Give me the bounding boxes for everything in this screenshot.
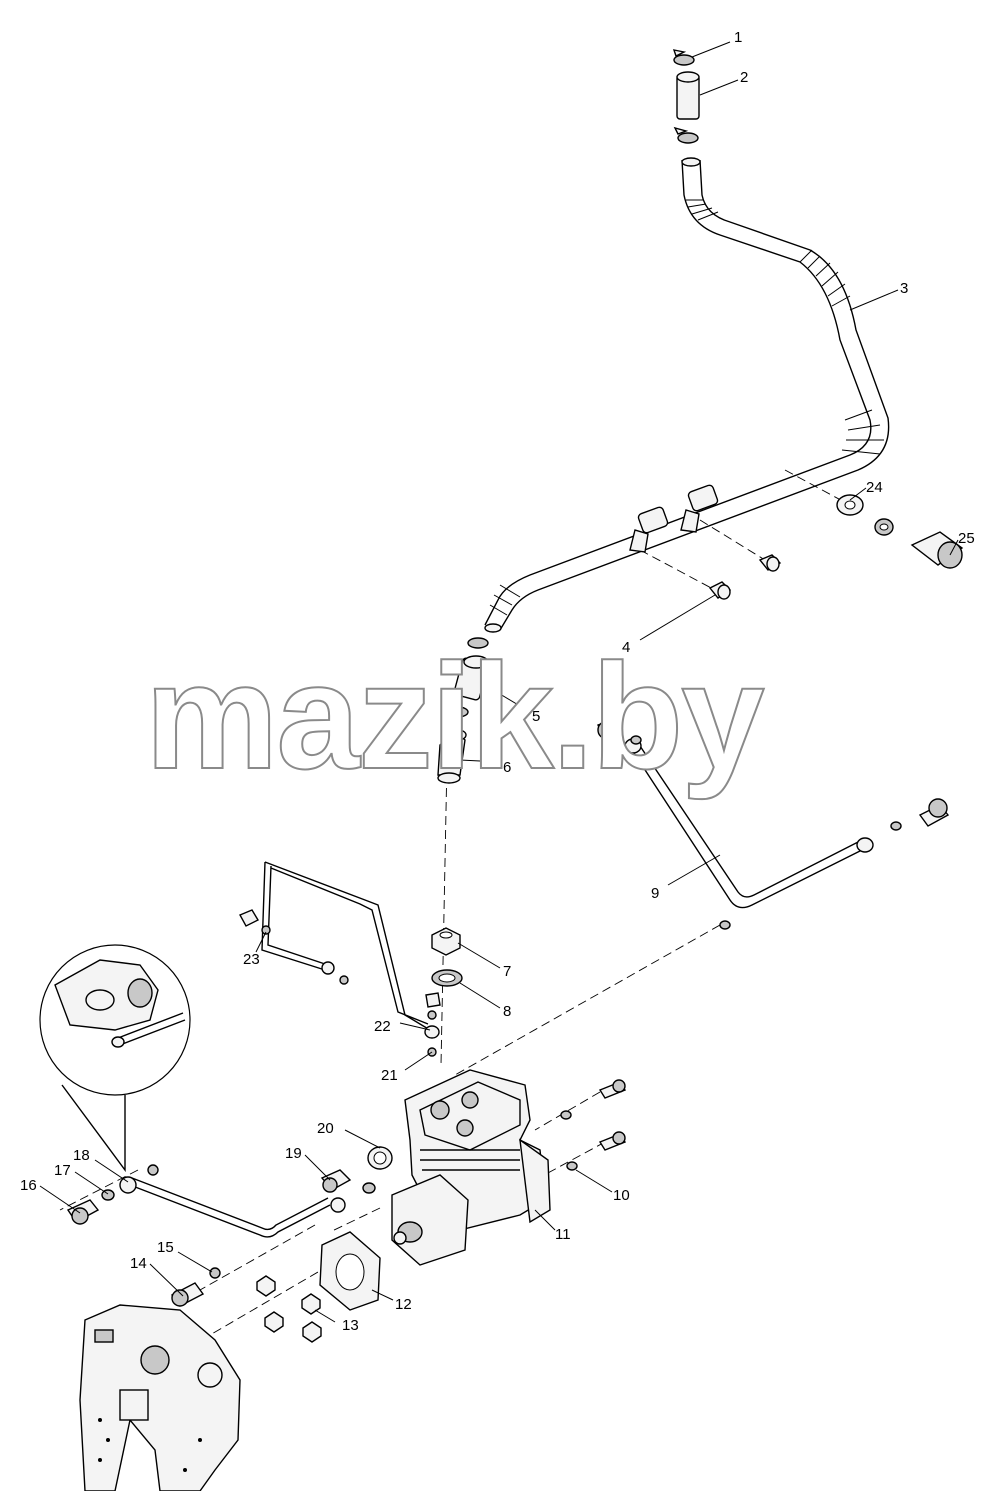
callout-20: 20 bbox=[317, 1120, 334, 1137]
callout-3: 3 bbox=[900, 280, 908, 297]
callout-7: 7 bbox=[503, 963, 511, 980]
callout-23: 23 bbox=[243, 951, 260, 968]
watermark-text: mazik.by bbox=[145, 632, 764, 800]
callout-12: 12 bbox=[395, 1296, 412, 1313]
oil-return-pipe bbox=[66, 1146, 393, 1307]
callout-13: 13 bbox=[342, 1317, 359, 1334]
callout-numbers: 1 2 3 4 5 6 7 8 9 10 11 12 13 14 15 16 1… bbox=[20, 29, 975, 1334]
hose-clamp-lower bbox=[673, 126, 699, 144]
elbow-fitting-6 bbox=[437, 729, 467, 784]
washer-24 bbox=[836, 494, 864, 516]
callout-5: 5 bbox=[532, 708, 540, 725]
callout-22: 22 bbox=[374, 1018, 391, 1035]
bolt-25 bbox=[910, 531, 964, 569]
washer-spring bbox=[874, 518, 894, 536]
hose-sleeve-top bbox=[676, 71, 700, 120]
gasket-12 bbox=[319, 1231, 381, 1311]
bolts-10 bbox=[560, 1079, 627, 1171]
callout-21: 21 bbox=[381, 1067, 398, 1084]
callout-8: 8 bbox=[503, 1003, 511, 1020]
callout-15: 15 bbox=[157, 1239, 174, 1256]
air-pipe bbox=[484, 157, 890, 633]
hose-sleeve-5 bbox=[447, 637, 489, 718]
oil-pipe-9 bbox=[597, 719, 950, 930]
detail-inset bbox=[39, 944, 191, 1173]
callout-14: 14 bbox=[130, 1255, 147, 1272]
seal-ring-8 bbox=[431, 969, 463, 987]
oil-line-22 bbox=[239, 861, 441, 1057]
air-compressor-11 bbox=[391, 1069, 551, 1266]
callout-18: 18 bbox=[73, 1147, 90, 1164]
hose-clamp-top bbox=[672, 49, 695, 66]
callout-1: 1 bbox=[734, 29, 742, 46]
callout-24: 24 bbox=[866, 479, 883, 496]
callout-19: 19 bbox=[285, 1145, 302, 1162]
callout-17: 17 bbox=[54, 1162, 71, 1179]
callout-10: 10 bbox=[613, 1187, 630, 1204]
callout-6: 6 bbox=[503, 759, 511, 776]
nuts-13 bbox=[256, 1275, 322, 1343]
callout-16: 16 bbox=[20, 1177, 37, 1194]
callout-25: 25 bbox=[958, 530, 975, 547]
callout-2: 2 bbox=[740, 69, 748, 86]
leader-lines bbox=[39, 41, 959, 1323]
bracket-bolts bbox=[708, 554, 782, 600]
callout-4: 4 bbox=[622, 639, 630, 656]
engine-gear-housing bbox=[79, 1304, 241, 1491]
callout-11: 11 bbox=[555, 1226, 571, 1243]
callout-9: 9 bbox=[651, 885, 659, 902]
nut-7 bbox=[431, 927, 461, 956]
